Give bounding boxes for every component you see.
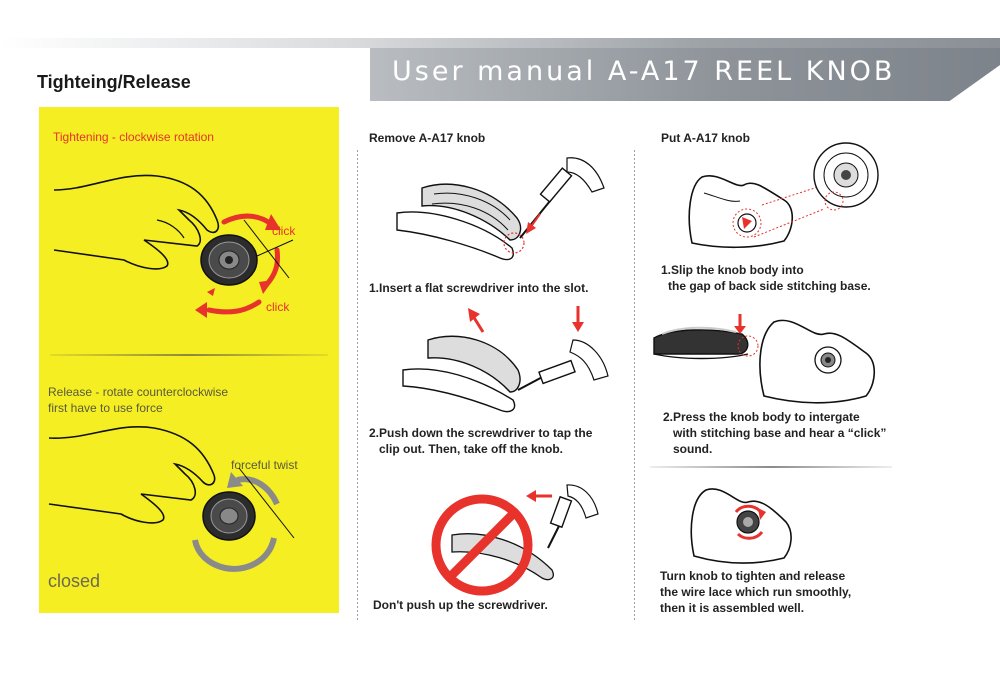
tightening-heading: Tightening - clockwise rotation <box>53 130 214 144</box>
remove-step1: 1.Insert a flat screwdriver into the slo… <box>369 281 589 295</box>
put-final: Turn knob to tighten and release the wir… <box>660 568 851 616</box>
put-step2-line2: with stitching base and hear a “click” <box>673 426 887 440</box>
release-hand-illustration <box>48 426 295 572</box>
remove-step1-illustration <box>396 157 605 261</box>
remove-step2-line2: clip out. Then, take off the knob. <box>379 442 564 456</box>
screwdriver-icon <box>547 484 599 549</box>
put-step2: 2.Press the knob body to intergate with … <box>663 409 886 457</box>
hand-icon <box>53 174 220 270</box>
right-column-divider <box>650 466 892 468</box>
release-line2: first have to use force <box>48 401 163 415</box>
closed-label: closed <box>48 571 101 591</box>
hand-icon <box>48 426 216 524</box>
knob-icon <box>200 234 258 286</box>
stitching-base-icon <box>688 174 794 249</box>
remove-warning: Don't push up the screwdriver. <box>373 598 548 612</box>
remove-heading: Remove A-A17 knob <box>369 131 486 145</box>
knob-icon <box>202 491 256 541</box>
prohibited-icon <box>431 494 533 596</box>
knob-icon <box>813 142 879 208</box>
counterclockwise-arrow-icon <box>192 472 280 572</box>
put-step1: 1.Slip the knob body into the gap of bac… <box>661 262 871 294</box>
put-final-line2: the wire lace which run smoothly, <box>660 585 852 599</box>
tighten-hand-illustration <box>53 174 294 318</box>
put-step2-illustration <box>653 314 876 404</box>
remove-warning-illustration <box>431 484 599 596</box>
put-final-line3: then it is assembled well. <box>660 601 805 615</box>
put-heading: Put A-A17 knob <box>661 131 750 145</box>
put-step1-illustration <box>688 142 879 249</box>
screwdriver-icon <box>517 339 609 391</box>
put-final-line1: Turn knob to tighten and release <box>660 569 846 583</box>
put-step2-line1: 2.Press the knob body to intergate <box>663 410 860 424</box>
panel-divider <box>50 354 328 356</box>
click-label-top: click <box>272 224 296 238</box>
put-step1-line1: 1.Slip the knob body into <box>661 263 804 277</box>
remove-step2-illustration <box>402 306 609 413</box>
forceful-twist-label: forceful twist <box>231 458 298 472</box>
header-band <box>0 38 1000 48</box>
section-heading: Tighteing/Release <box>37 72 191 92</box>
put-final-illustration <box>690 488 792 564</box>
click-label-bottom: click <box>266 300 290 314</box>
column-divider-right <box>634 150 635 622</box>
remove-step2: 2.Push down the screwdriver to tap the c… <box>369 425 592 457</box>
page-title: User manual A-A17 REEL KNOB <box>392 56 896 87</box>
release-line1: Release - rotate counterclockwise <box>48 385 229 399</box>
title-banner <box>370 48 1000 101</box>
column-divider-left <box>357 150 358 622</box>
remove-step2-line1: 2.Push down the screwdriver to tap the <box>369 426 593 440</box>
put-step2-line3: sound. <box>673 442 713 456</box>
put-step1-line2: the gap of back side stitching base. <box>668 279 871 293</box>
